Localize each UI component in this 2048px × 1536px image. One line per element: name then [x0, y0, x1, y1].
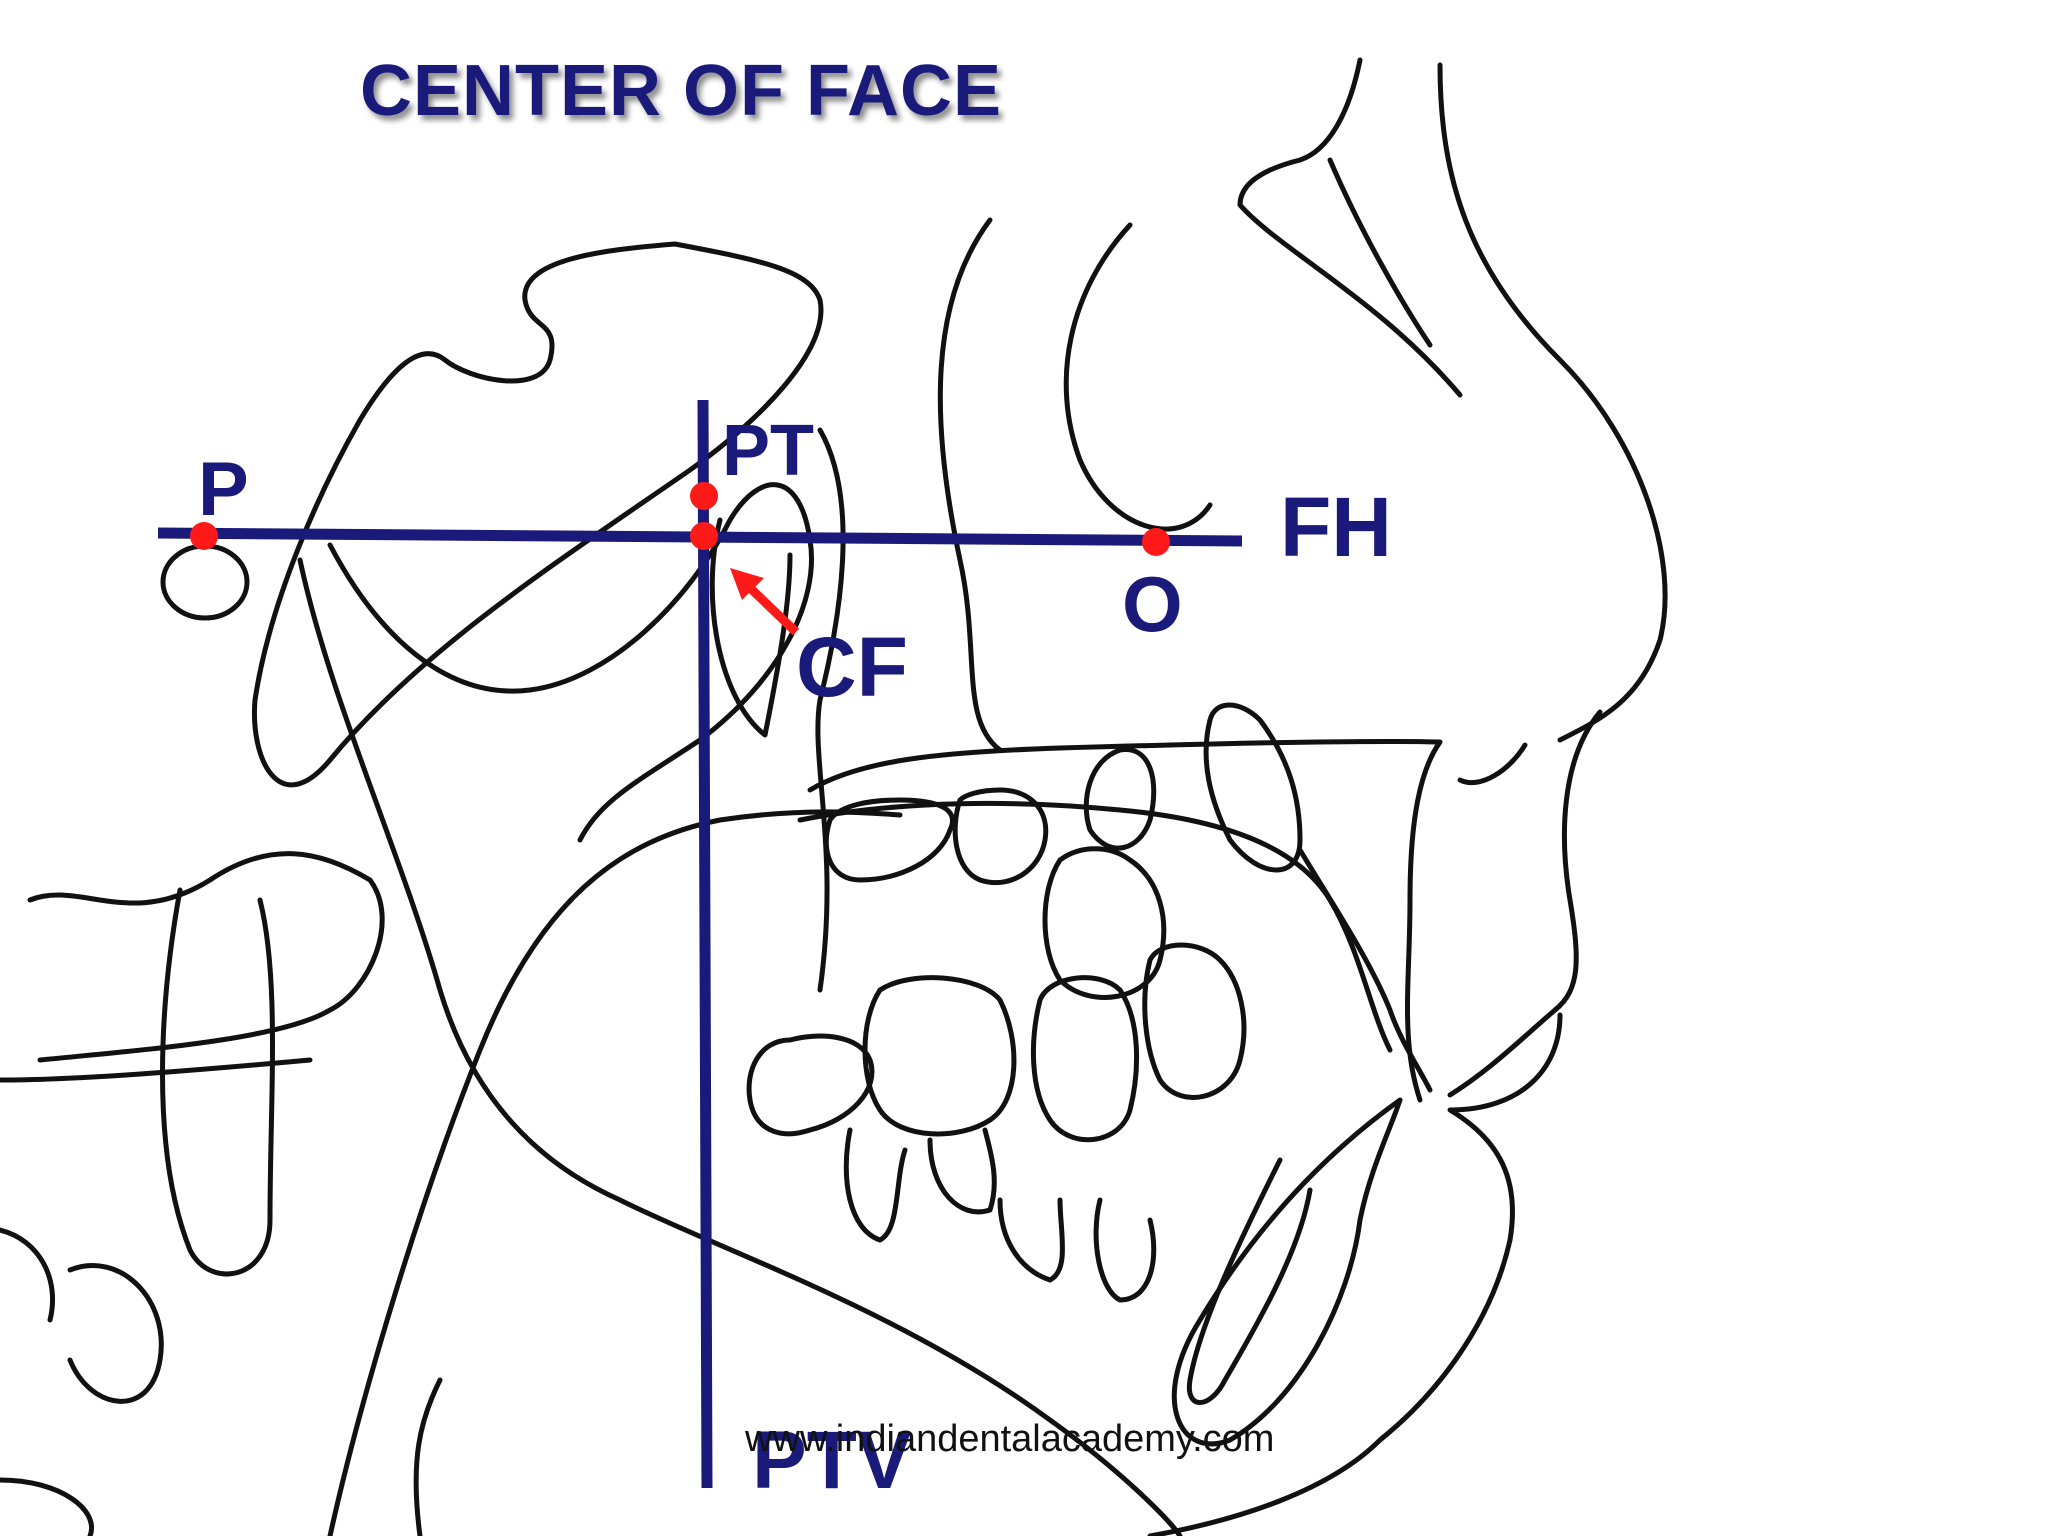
frontal-bone — [1437, 62, 1668, 743]
nasal-bone — [1237, 57, 1463, 398]
chin-profile — [1147, 1012, 1563, 1536]
tooth-crown-row — [823, 797, 955, 883]
upper-lip-profile — [1447, 709, 1603, 1098]
label-p: P — [198, 447, 249, 532]
tooth-molar-2 — [862, 975, 1017, 1137]
mandibular-canal — [413, 1377, 443, 1536]
ramus-outline — [297, 557, 1183, 1536]
inner-mandible — [327, 809, 903, 1536]
palatal-plane — [807, 738, 1443, 1103]
lower-molar-roots — [843, 1127, 1157, 1303]
tooth-premolar-1 — [1030, 975, 1140, 1143]
tooth-upper-canine — [1083, 747, 1157, 851]
tooth-molar-1 — [746, 1033, 875, 1137]
ptv-line — [697, 399, 713, 1489]
tooth-crown-row-2 — [952, 787, 1049, 886]
lower-incisor — [1186, 1157, 1313, 1405]
incisor-labial — [1297, 847, 1433, 1093]
point-cf — [690, 522, 718, 550]
cranial-base-outline — [251, 241, 824, 788]
cf-arrow-shaft — [742, 580, 800, 636]
label-fh: FH — [1280, 480, 1392, 574]
point-pt — [690, 482, 718, 510]
orbit-posterior — [815, 427, 846, 993]
label-o: O — [1122, 560, 1183, 648]
page-title: CENTER OF FACE — [360, 51, 1003, 131]
tooth-premolar-2 — [1142, 942, 1247, 1100]
orbit-rim — [1063, 222, 1213, 532]
label-cf: CF — [796, 620, 908, 714]
nasal-floor — [1457, 742, 1528, 786]
tooth-upper-premolar — [1042, 846, 1167, 1000]
point-p — [190, 522, 218, 550]
pterygoid-fissure — [709, 517, 793, 738]
point-o — [1142, 528, 1170, 556]
orbit-lateral — [937, 217, 1003, 753]
symphysis — [1171, 1097, 1403, 1447]
cf-arrow-head — [730, 568, 764, 600]
label-pt: PT — [722, 411, 815, 491]
nasal-cavity — [1327, 157, 1433, 348]
label-ptv: PTV — [752, 1415, 912, 1506]
cervical-spine — [0, 851, 385, 1536]
watermark-text: www.indiandentalacademy.com — [745, 1418, 1275, 1460]
upper-incisor — [1203, 702, 1303, 873]
